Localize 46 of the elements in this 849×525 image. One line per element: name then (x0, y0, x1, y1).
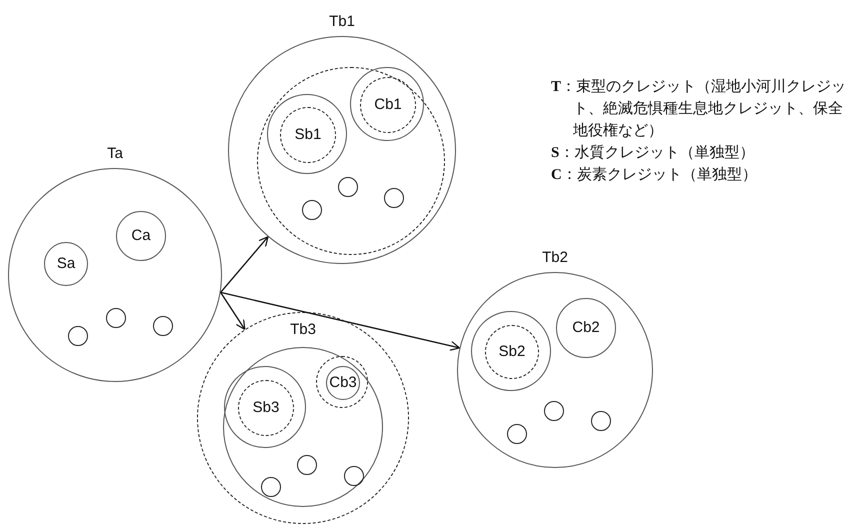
arrow (220, 236, 269, 293)
circle (591, 411, 611, 431)
dashed-circle (197, 312, 409, 524)
node-label: Tb1 (329, 13, 355, 30)
circle (224, 366, 306, 448)
arrow (220, 292, 246, 330)
node-label: Sb2 (498, 343, 526, 360)
node-label: Cb1 (374, 96, 402, 113)
circle (261, 477, 281, 497)
legend-note: C：炭素クレジット（単独型） (551, 166, 758, 185)
circle (507, 424, 527, 444)
circle (267, 94, 347, 174)
node-label: Ca (131, 227, 151, 244)
node-label: Cb3 (329, 374, 357, 391)
dashed-circle (360, 77, 416, 133)
dashed-circle (316, 356, 368, 408)
dashed-circle (280, 107, 336, 163)
node-label: Sb3 (252, 399, 280, 416)
node-label: Tb2 (542, 249, 568, 266)
legend-note: S：水質クレジット（単独型） (551, 144, 756, 163)
circle (153, 316, 173, 336)
circle (350, 67, 424, 141)
node-label: Ta (107, 145, 123, 162)
circle (68, 326, 88, 346)
circle (384, 188, 404, 208)
circle (556, 298, 616, 358)
circle (544, 401, 564, 421)
dashed-circle (485, 325, 539, 379)
circle (106, 308, 126, 328)
circle (471, 311, 551, 391)
dashed-circle (257, 67, 445, 255)
node-label: Tb3 (290, 321, 316, 338)
circle (326, 366, 360, 400)
circle (116, 211, 166, 261)
node-label: Cb2 (572, 319, 600, 336)
circle (44, 242, 88, 286)
circle (302, 200, 322, 220)
circle (297, 455, 317, 475)
circle (344, 466, 364, 486)
arrow (220, 292, 460, 351)
circle (338, 177, 358, 197)
node-label: Sa (56, 255, 76, 272)
circle (223, 347, 383, 507)
dashed-circle (238, 380, 294, 436)
node-label: Sb1 (294, 126, 322, 143)
legend-note: T：束型のクレジット（湿地小河川クレジット、絶滅危惧種生息地クレジット、保全地役権など） (551, 78, 847, 141)
